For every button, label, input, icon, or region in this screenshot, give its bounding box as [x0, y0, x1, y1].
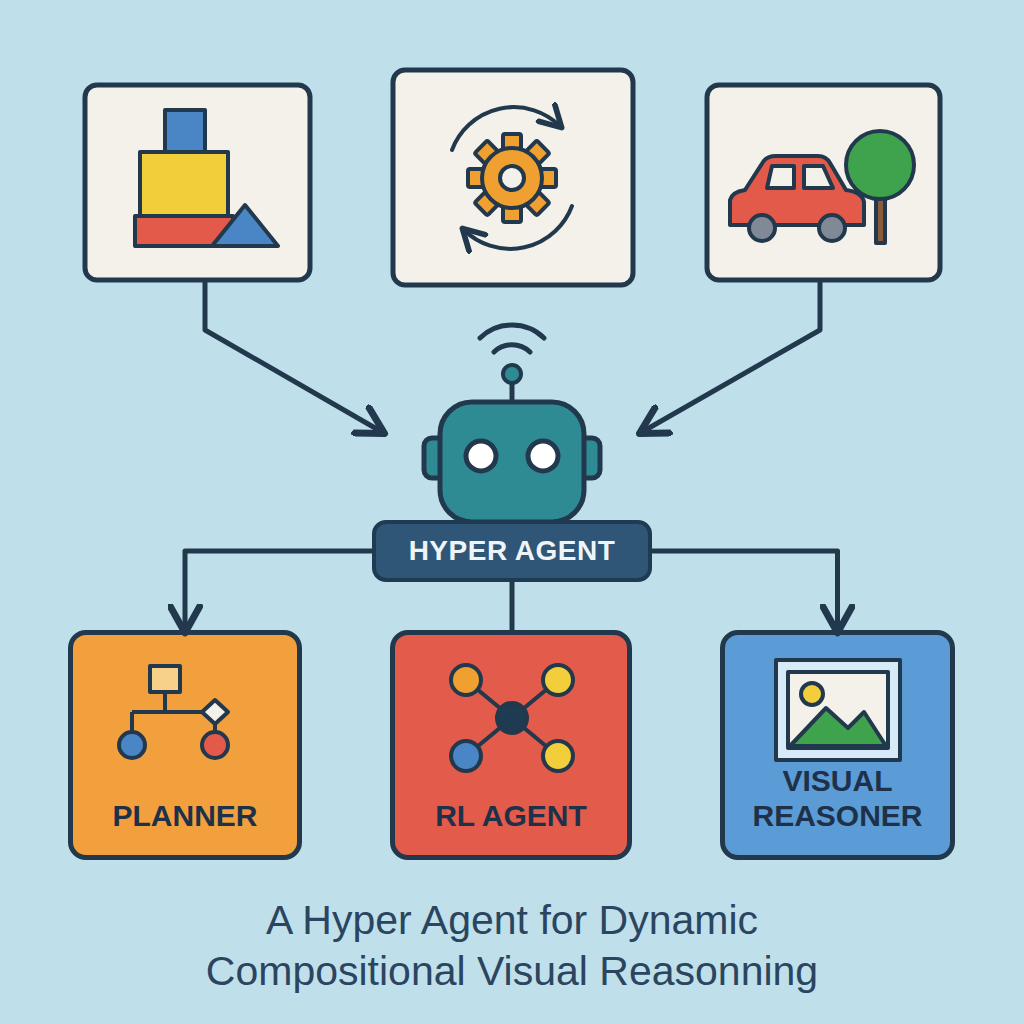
connector — [652, 551, 838, 630]
module-box: VISUAL REASONER — [720, 630, 955, 860]
node-label: VISUAL REASONER — [735, 764, 940, 833]
node-label: PLANNER — [112, 799, 257, 834]
connector — [510, 582, 515, 630]
agent-label: HYPER AGENT — [372, 520, 652, 582]
node-label: RL AGENT — [435, 799, 587, 834]
module-box: PLANNER — [68, 630, 302, 860]
node-label: HYPER AGENT — [409, 535, 616, 567]
caption: A Hyper Agent for Dynamic Compositional … — [132, 895, 892, 998]
module-box: RL AGENT — [390, 630, 632, 860]
connector — [185, 551, 372, 630]
